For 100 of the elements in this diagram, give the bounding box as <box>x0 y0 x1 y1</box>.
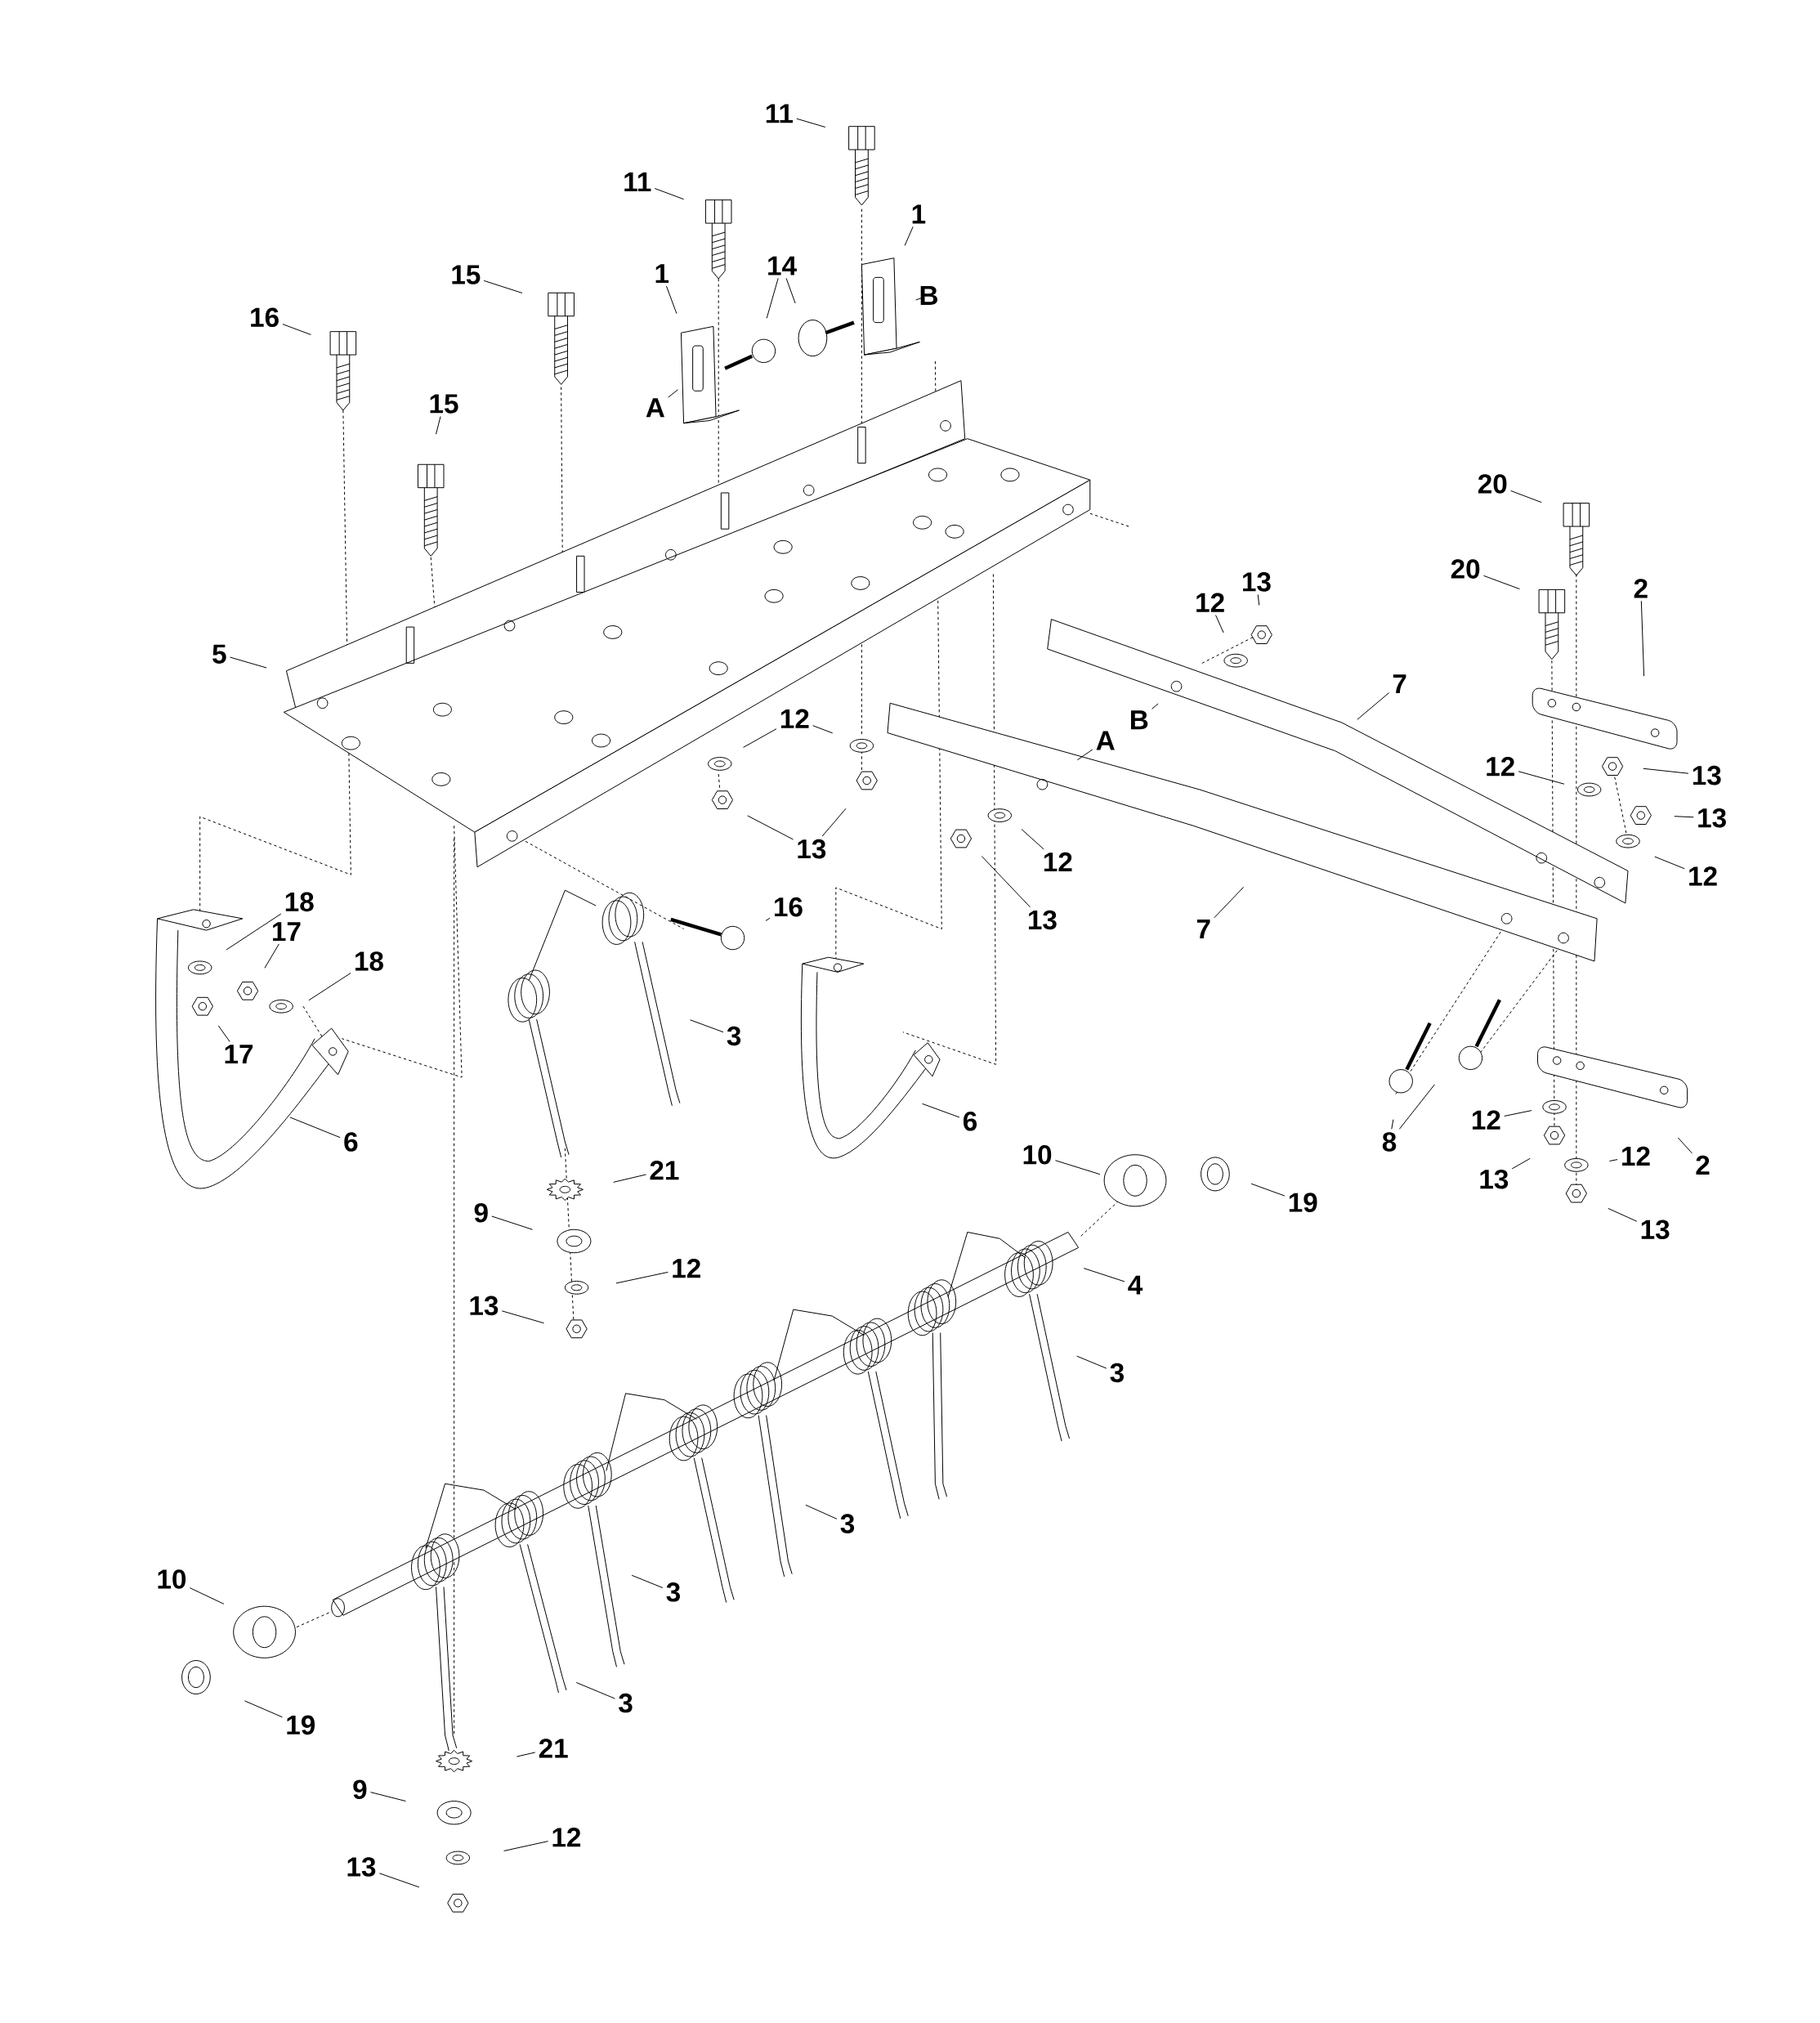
leader-line <box>244 1700 283 1718</box>
callout-number: 2 <box>1696 1155 1710 1175</box>
leader-line <box>1076 1355 1107 1369</box>
callout-number: 12 <box>552 1828 581 1847</box>
callout-number: 14 <box>768 256 797 275</box>
callout-number: 12 <box>1472 1110 1500 1130</box>
leader-line <box>369 1792 406 1802</box>
leader-line <box>308 972 351 1001</box>
callout-number: 20 <box>1478 474 1507 494</box>
leader-line <box>282 324 311 335</box>
callout-number: 3 <box>666 1582 680 1602</box>
leader-line <box>1608 1159 1618 1161</box>
leader-line <box>491 1215 533 1230</box>
callout-number: 8 <box>1382 1132 1397 1152</box>
callout-number: B <box>920 286 937 305</box>
leader-line <box>613 1174 646 1183</box>
callout-number: B <box>1130 710 1148 730</box>
leader-line <box>1151 703 1159 709</box>
leader-line <box>229 656 267 669</box>
callout-number: 13 <box>347 1857 376 1877</box>
leader-line <box>805 1504 838 1519</box>
leader-line <box>922 1103 960 1118</box>
leader-line <box>1250 1183 1286 1197</box>
leader-line <box>904 226 914 246</box>
callout-number: 3 <box>840 1514 855 1533</box>
leader-line <box>1677 1137 1693 1154</box>
leader-line <box>766 277 779 319</box>
leader-line <box>812 725 834 734</box>
leader-line <box>226 913 282 951</box>
callout-number: 16 <box>251 307 279 328</box>
leader-line <box>1504 1110 1532 1117</box>
leader-line <box>654 188 684 200</box>
callout-number: 12 <box>1044 852 1072 872</box>
leader-line <box>1257 594 1260 606</box>
callout-number: 21 <box>539 1739 568 1758</box>
leader-line <box>1076 749 1093 761</box>
callout-number: 13 <box>1480 1169 1509 1189</box>
leader-line <box>765 917 771 921</box>
leader-line <box>1643 768 1689 774</box>
leader-line <box>1510 490 1542 504</box>
callout-number: 19 <box>1289 1193 1317 1212</box>
leader-line <box>1357 692 1389 720</box>
leader-line <box>435 416 441 435</box>
leader-line <box>1674 816 1694 818</box>
leader-line <box>915 297 923 301</box>
callout-number: 18 <box>355 951 383 971</box>
callout-number: 13 <box>470 1296 499 1316</box>
leader-line <box>264 943 279 969</box>
leader-line <box>378 1873 420 1888</box>
callout-number: 5 <box>212 644 226 664</box>
callout-number: 10 <box>1023 1144 1052 1165</box>
leader-line <box>1054 1160 1101 1175</box>
leader-line <box>742 728 777 748</box>
callout-number: 12 <box>1487 757 1514 777</box>
callout-number: 1 <box>912 204 926 224</box>
callout-number: 13 <box>798 839 826 859</box>
callout-number: 9 <box>353 1779 367 1800</box>
callout-number: 15 <box>430 394 458 414</box>
leader-line <box>1021 829 1044 850</box>
leader-line <box>501 1310 544 1324</box>
callout-number: 18 <box>285 892 314 912</box>
callout-number: A <box>1096 731 1115 750</box>
callout-number: 12 <box>673 1259 700 1278</box>
leader-line <box>1518 771 1565 785</box>
callout-number: 12 <box>780 709 809 728</box>
callout-number: 2 <box>1634 579 1648 598</box>
callout-number: 10 <box>158 1569 186 1589</box>
callout-number: 13 <box>1028 910 1057 930</box>
callout-number: 12 <box>1622 1146 1650 1166</box>
callout-number: 13 <box>1242 572 1271 592</box>
leader-line <box>981 855 1031 908</box>
callout-number: 13 <box>1693 765 1721 785</box>
leader-line <box>747 815 794 840</box>
callout-number: 17 <box>225 1045 253 1064</box>
callout-number: 16 <box>774 897 803 917</box>
leader-line <box>503 1841 549 1851</box>
callout-number: 19 <box>287 1715 315 1735</box>
leader-line <box>189 1587 225 1605</box>
leader-line <box>1482 575 1520 590</box>
callout-number: 6 <box>963 1111 977 1131</box>
callout-number: 9 <box>474 1202 488 1223</box>
callout-number: 6 <box>344 1132 358 1152</box>
callout-number: A <box>646 398 664 418</box>
leader-line <box>1654 856 1685 870</box>
callout-number: 13 <box>1641 1220 1670 1240</box>
leader-line <box>1083 1268 1125 1282</box>
callout-number: 3 <box>1110 1363 1124 1383</box>
leader-line <box>516 1752 536 1757</box>
leader-line <box>1511 1157 1531 1170</box>
leader-line <box>1398 1084 1435 1130</box>
callout-number: 3 <box>619 1693 633 1713</box>
callout-number: 11 <box>766 104 793 123</box>
callout-number: 4 <box>1128 1275 1143 1295</box>
leader-line <box>1391 1119 1394 1130</box>
callout-number: 15 <box>452 265 481 284</box>
leader-line <box>668 389 678 398</box>
leader-line <box>796 118 826 128</box>
leader-line <box>615 1271 669 1284</box>
leader-line <box>1214 886 1245 919</box>
leader-line <box>1214 615 1224 633</box>
